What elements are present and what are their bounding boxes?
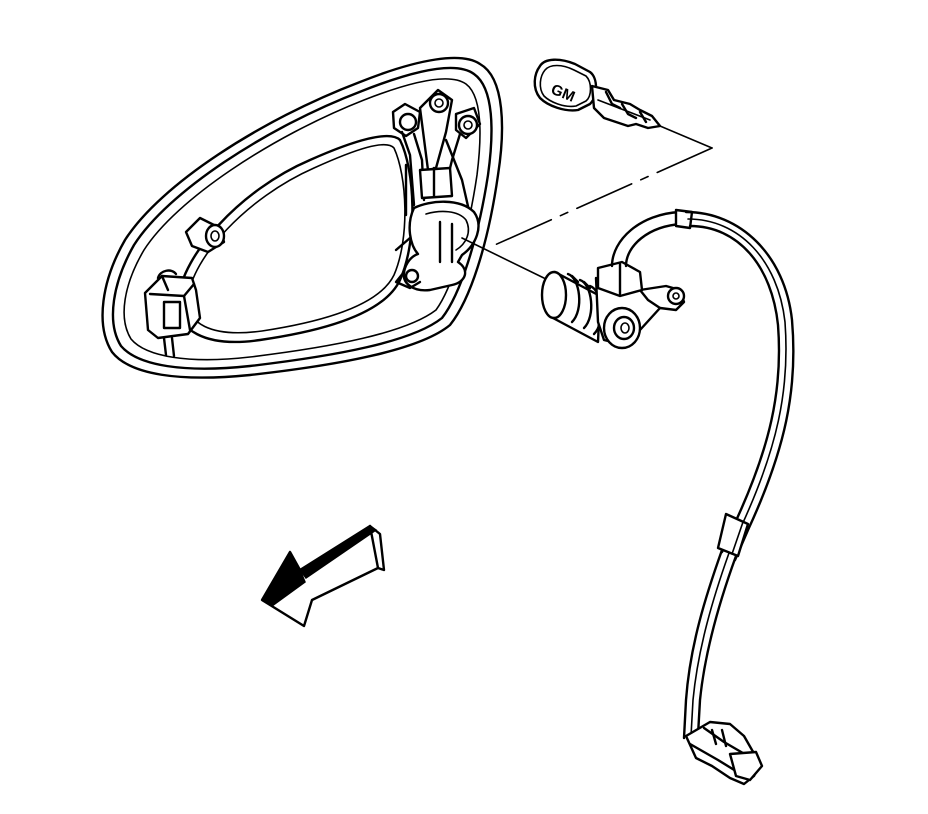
direction-arrow — [260, 524, 386, 628]
gm-key: GM — [533, 58, 662, 130]
mounting-clip — [143, 269, 202, 358]
guide-post — [184, 216, 226, 254]
harness-connector — [684, 720, 764, 786]
latch-linkage — [391, 88, 482, 292]
wiring-harness — [610, 208, 795, 740]
alignment-lines — [461, 125, 713, 281]
lock-cylinder — [540, 260, 686, 350]
